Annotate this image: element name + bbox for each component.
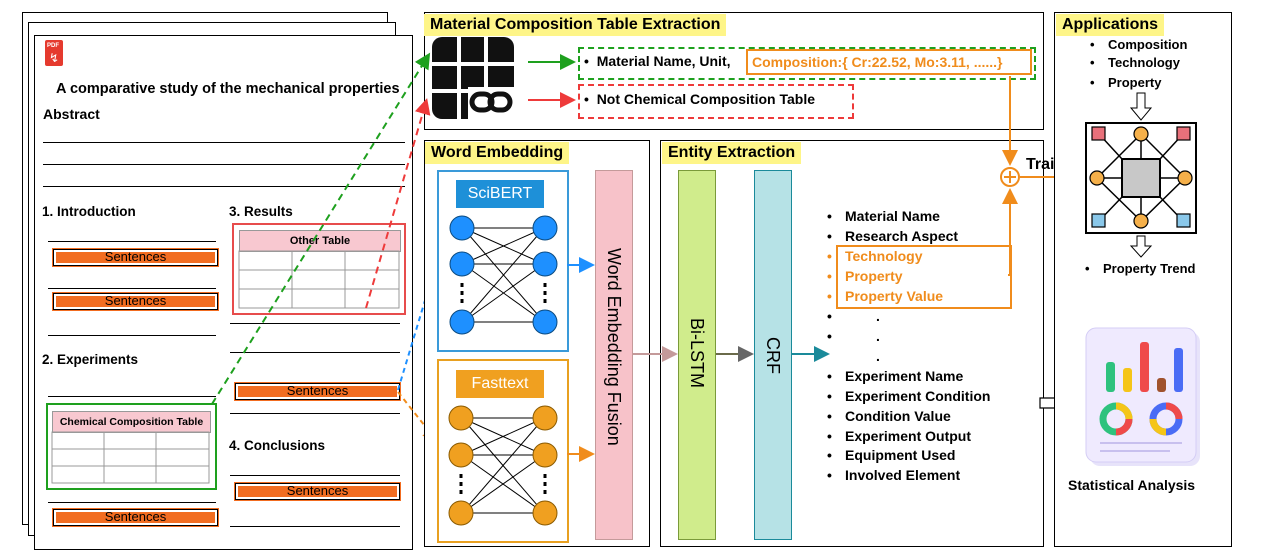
entity-item: Experiment Name [827, 366, 963, 386]
entity-item-property: Property [827, 266, 902, 286]
positive-result-prefix: • Material Name, Unit, [584, 53, 731, 69]
conclusions-heading: 4. Conclusions [229, 438, 326, 453]
fusion-label: Word Embedding Fusion [604, 248, 624, 446]
pdf-icon: PDF ↯ [45, 40, 63, 66]
entity-highlight-box [836, 245, 1012, 309]
pdf-icon-label: PDF [47, 43, 59, 49]
sentence-box: Sentences [53, 509, 218, 526]
experiments-heading: 2. Experiments [42, 352, 139, 367]
fasttext-label: Fasttext [456, 370, 544, 398]
property-trend-label: Property Trend [1085, 260, 1196, 278]
entity-item: Equipment Used [827, 445, 956, 465]
entity-item: Material Name [827, 206, 940, 226]
scibert-box [437, 170, 569, 352]
paper-title: A comparative study of the mechanical pr… [56, 81, 400, 97]
entity-item: Research Aspect [827, 226, 958, 246]
crf-label: CRF [763, 337, 783, 374]
statistical-analysis-label: Statistical Analysis [1068, 477, 1196, 493]
chem-table-header: Chemical Composition Table [52, 411, 211, 433]
fasttext-box [437, 359, 569, 543]
intro-heading: 1. Introduction [42, 204, 136, 219]
ellipsis-dot: . [876, 328, 880, 344]
negative-result: • Not Chemical Composition Table [584, 91, 815, 107]
entity-item-technology: Technology [827, 246, 922, 266]
table-extract-icon [432, 37, 518, 119]
entity-item: Condition Value [827, 406, 951, 426]
ellipsis-bullet: •• [827, 308, 832, 344]
abstract-heading: Abstract [43, 106, 100, 122]
positive-result-box [578, 47, 1036, 80]
chemical-composition-table: Chemical Composition Table [46, 403, 217, 490]
bilstm-label: Bi-LSTM [687, 318, 707, 389]
mcte-title: Material Composition Table Extraction [424, 14, 727, 36]
entity-item: Experiment Output [827, 426, 971, 446]
negative-result-text: Not Chemical Composition Table [596, 91, 815, 107]
application-item: Property [1090, 74, 1162, 92]
other-table: Other Table [232, 223, 406, 315]
crf-block [754, 170, 792, 540]
applications-title: Applications [1056, 14, 1165, 36]
sentence-box: Sentences [53, 293, 218, 310]
word-embedding-title: Word Embedding [425, 142, 570, 164]
entity-item: Involved Element [827, 465, 960, 485]
sentence-box: Sentences [235, 483, 400, 500]
sentence-box: Sentences [53, 249, 218, 266]
ellipsis-dot: . [876, 348, 880, 364]
entity-item-property-value: Property Value [827, 286, 943, 306]
results-heading: 3. Results [229, 204, 293, 219]
entity-item: Experiment Condition [827, 386, 991, 406]
application-item: Composition [1090, 36, 1188, 54]
positive-result-text: Material Name, Unit, [596, 53, 731, 69]
negative-result-box [578, 84, 854, 119]
word-embedding-fusion [595, 170, 633, 540]
scibert-label: SciBERT [456, 180, 544, 208]
composition-highlight: Composition:{ Cr:22.52, Mo:3.11, ......} [746, 49, 1032, 75]
bilstm-block [678, 170, 716, 540]
ellipsis: . . . [876, 306, 880, 366]
entity-extraction-title: Entity Extraction [662, 142, 802, 164]
sentence-box: Sentences [235, 383, 400, 400]
other-table-header: Other Table [239, 230, 401, 252]
application-item: Technology [1090, 54, 1180, 72]
ellipsis-dot: . [876, 308, 880, 324]
